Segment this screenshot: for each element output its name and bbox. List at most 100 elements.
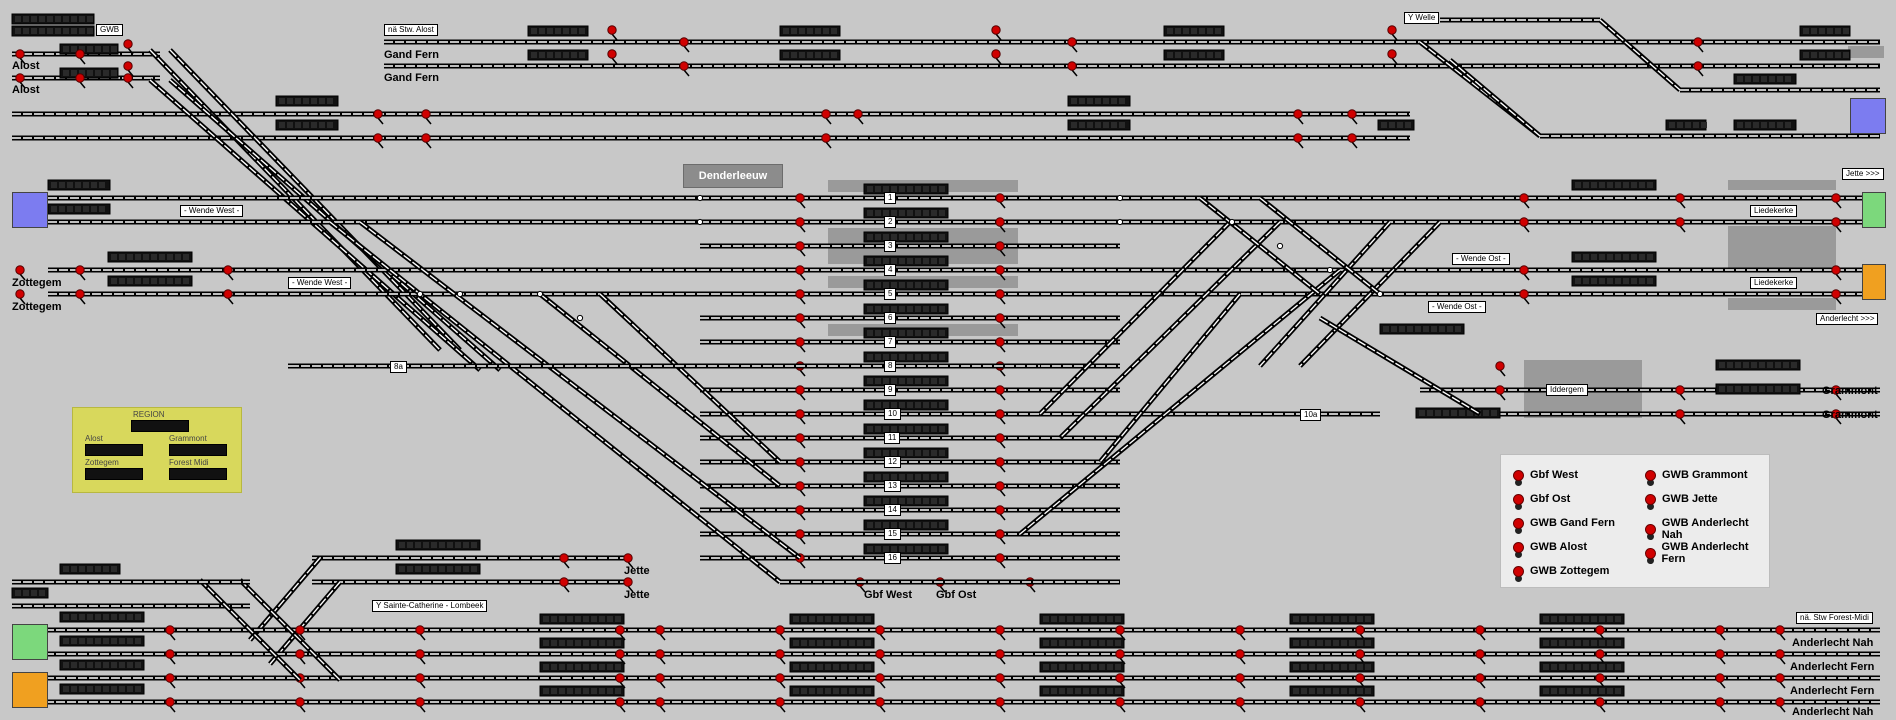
signal-icon[interactable] (795, 409, 805, 419)
signal-icon[interactable] (995, 505, 1005, 515)
signal-icon[interactable] (1831, 265, 1841, 275)
signal-icon[interactable] (995, 673, 1005, 683)
signal-icon[interactable] (421, 133, 431, 143)
signal-icon[interactable] (15, 265, 25, 275)
signal-icon[interactable] (1235, 625, 1245, 635)
signal-icon[interactable] (995, 217, 1005, 227)
signal-icon[interactable] (1831, 385, 1841, 395)
signal-icon[interactable] (991, 49, 1001, 59)
signal-icon[interactable] (795, 337, 805, 347)
signal-icon[interactable] (995, 385, 1005, 395)
signal-icon[interactable] (415, 625, 425, 635)
switch-point[interactable] (696, 218, 704, 226)
signal-icon[interactable] (853, 109, 863, 119)
signal-icon[interactable] (795, 241, 805, 251)
signal-icon[interactable] (1675, 193, 1685, 203)
signal-icon[interactable] (1387, 49, 1397, 59)
signal-icon[interactable] (615, 673, 625, 683)
signal-icon[interactable] (1067, 37, 1077, 47)
signal-icon[interactable] (795, 457, 805, 467)
signal-icon[interactable] (1519, 217, 1529, 227)
signal-icon[interactable] (995, 241, 1005, 251)
signal-icon[interactable] (1475, 649, 1485, 659)
switch-point[interactable] (1276, 242, 1284, 250)
signal-icon[interactable] (1235, 697, 1245, 707)
signal-icon[interactable] (75, 49, 85, 59)
signal-icon[interactable] (607, 49, 617, 59)
signal-icon[interactable] (123, 61, 133, 71)
signal-icon[interactable] (1355, 673, 1365, 683)
signal-icon[interactable] (1115, 673, 1125, 683)
signal-icon[interactable] (775, 649, 785, 659)
signal-icon[interactable] (415, 697, 425, 707)
dest-jette[interactable]: Jette (624, 589, 650, 601)
signal-icon[interactable] (165, 649, 175, 659)
signal-icon[interactable] (373, 133, 383, 143)
signal-icon[interactable] (607, 25, 617, 35)
signal-icon[interactable] (655, 673, 665, 683)
signal-icon[interactable] (223, 265, 233, 275)
signal-icon[interactable] (1115, 649, 1125, 659)
signal-icon[interactable] (795, 481, 805, 491)
signal-icon[interactable] (995, 625, 1005, 635)
switch-point[interactable] (1116, 218, 1124, 226)
signal-icon[interactable] (995, 433, 1005, 443)
signal-icon[interactable] (1115, 697, 1125, 707)
signal-icon[interactable] (1235, 673, 1245, 683)
dest-zottegem[interactable]: Zottegem (12, 301, 62, 313)
signal-icon[interactable] (421, 109, 431, 119)
dest-zottegem[interactable]: Zottegem (12, 277, 62, 289)
signal-icon[interactable] (1831, 409, 1841, 419)
end-block-orange[interactable] (1862, 264, 1886, 300)
end-block-blue[interactable] (12, 192, 48, 228)
signal-icon[interactable] (995, 337, 1005, 347)
signal-icon[interactable] (1519, 265, 1529, 275)
signal-icon[interactable] (15, 73, 25, 83)
switch-point[interactable] (456, 290, 464, 298)
signal-icon[interactable] (165, 673, 175, 683)
signal-icon[interactable] (1831, 193, 1841, 203)
dest-anderlecht-fern[interactable]: Anderlecht Fern (1790, 661, 1875, 673)
signal-icon[interactable] (165, 697, 175, 707)
signal-icon[interactable] (775, 697, 785, 707)
legend-gwb-gand-fern[interactable]: GWB Gand Fern (1513, 517, 1615, 529)
signal-icon[interactable] (679, 61, 689, 71)
signal-icon[interactable] (655, 649, 665, 659)
dest-gand-fern[interactable]: Gand Fern (384, 49, 440, 61)
signal-icon[interactable] (1355, 697, 1365, 707)
signal-icon[interactable] (795, 217, 805, 227)
switch-point[interactable] (536, 290, 544, 298)
signal-icon[interactable] (995, 409, 1005, 419)
switch-point[interactable] (1228, 218, 1236, 226)
signal-icon[interactable] (559, 577, 569, 587)
signal-icon[interactable] (123, 73, 133, 83)
signal-icon[interactable] (415, 673, 425, 683)
signal-icon[interactable] (875, 625, 885, 635)
signal-icon[interactable] (795, 529, 805, 539)
signal-icon[interactable] (1775, 649, 1785, 659)
dest-jette[interactable]: Jette (624, 565, 650, 577)
signal-icon[interactable] (223, 289, 233, 299)
signal-icon[interactable] (679, 37, 689, 47)
signal-icon[interactable] (995, 265, 1005, 275)
signal-icon[interactable] (1347, 109, 1357, 119)
legend-gwb-zottegem[interactable]: GWB Zottegem (1513, 565, 1609, 577)
end-block-green[interactable] (12, 624, 48, 660)
switch-point[interactable] (576, 314, 584, 322)
dest-anderlecht-fern[interactable]: Anderlecht Fern (1790, 685, 1875, 697)
signal-icon[interactable] (1675, 385, 1685, 395)
signal-icon[interactable] (995, 193, 1005, 203)
signal-icon[interactable] (1495, 361, 1505, 371)
signal-icon[interactable] (655, 625, 665, 635)
signal-icon[interactable] (1235, 649, 1245, 659)
signal-icon[interactable] (295, 649, 305, 659)
signal-icon[interactable] (1775, 697, 1785, 707)
signal-icon[interactable] (1693, 61, 1703, 71)
legend-gwb-grammont[interactable]: GWB Grammont (1645, 469, 1748, 481)
signal-icon[interactable] (15, 49, 25, 59)
signal-icon[interactable] (1675, 217, 1685, 227)
signal-icon[interactable] (775, 625, 785, 635)
dest-anderlecht-nah[interactable]: Anderlecht Nah (1792, 706, 1874, 718)
dest-alost[interactable]: Alost (12, 84, 40, 96)
dest-gand-fern[interactable]: Gand Fern (384, 72, 440, 84)
